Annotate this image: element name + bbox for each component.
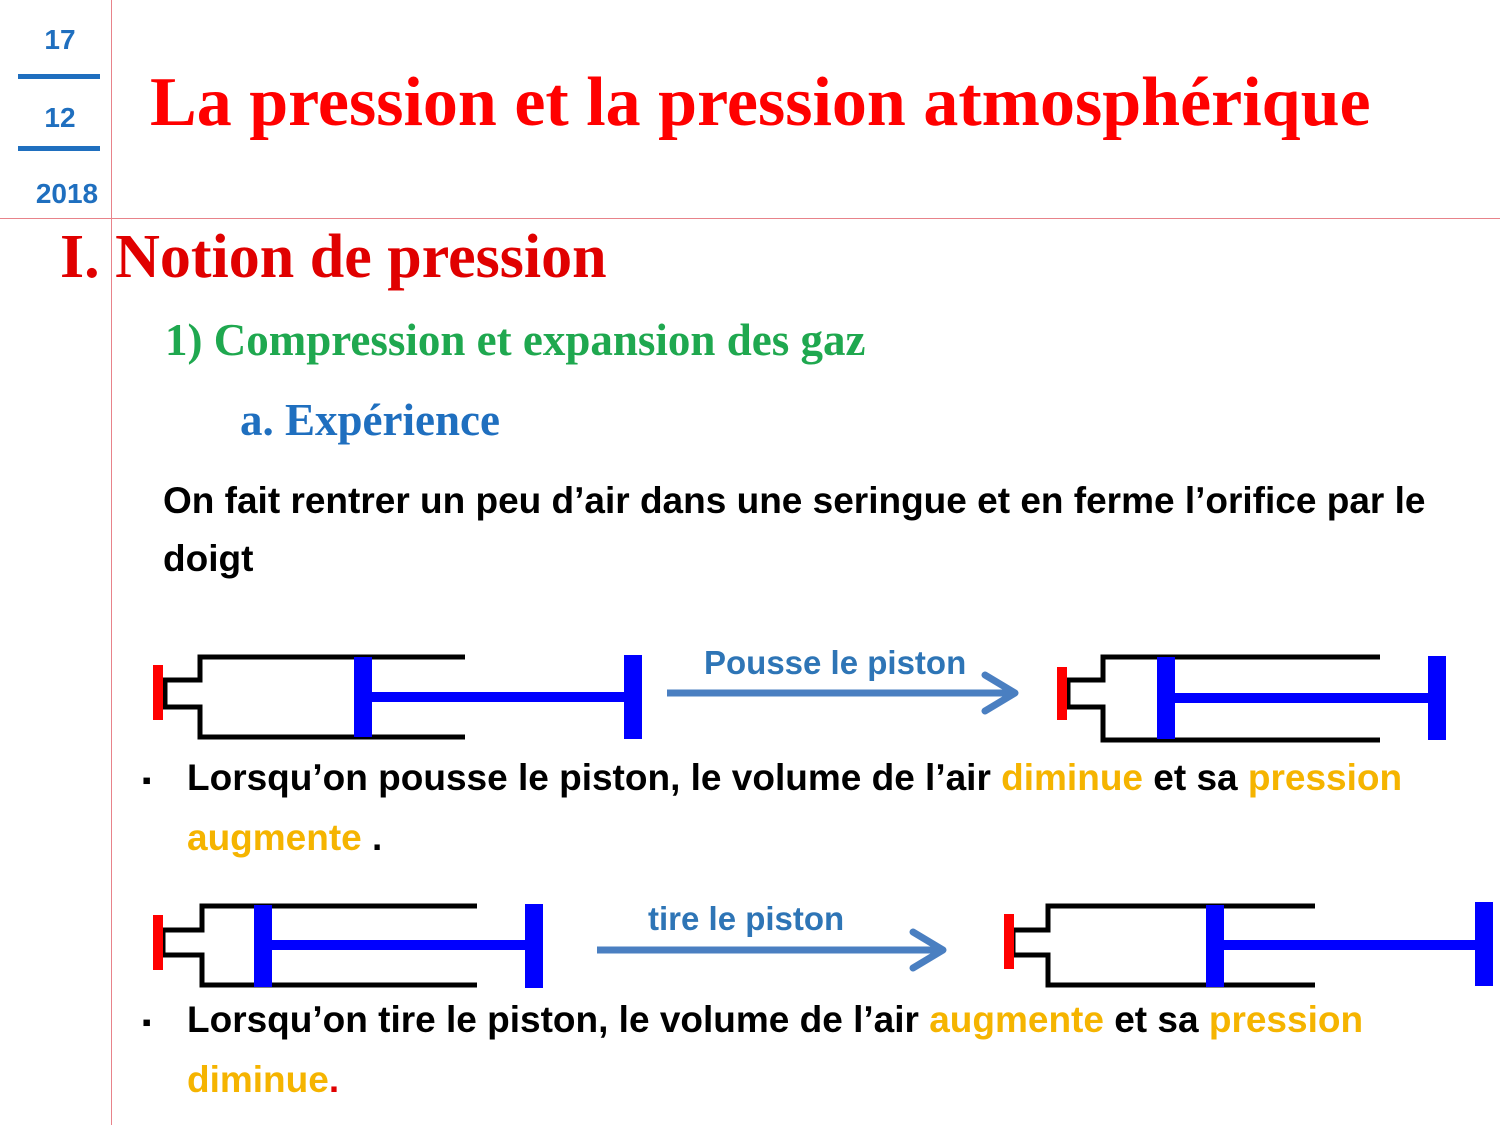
date-divider-bottom	[18, 146, 100, 151]
bullet-text-part: et sa	[1143, 757, 1248, 798]
margin-horizontal-line	[0, 218, 1500, 219]
finger-stopper	[153, 915, 163, 970]
section-heading: I. Notion de pression	[60, 223, 607, 291]
piston-rod	[372, 692, 632, 702]
arrow-push-label: Pousse le piston	[704, 644, 967, 681]
piston-rod	[1224, 940, 1479, 950]
piston-handle	[624, 655, 642, 739]
syringe-before-push	[153, 654, 642, 740]
bullet-push: ▪ Lorsqu’on pousse le piston, le volume …	[142, 748, 1482, 873]
bullet-highlight: diminue	[1001, 757, 1143, 798]
bullet-text-part: et sa	[1103, 999, 1209, 1040]
bullet-pull-text: Lorsqu’on tire le piston, le volume de l…	[187, 990, 1447, 1110]
page-title: La pression et la pression atmosphérique	[150, 64, 1371, 141]
subsection-heading: 1) Compression et expansion des gaz	[165, 315, 866, 365]
piston-head	[254, 905, 272, 987]
piston-rod	[272, 940, 527, 950]
piston-head	[1157, 657, 1175, 739]
piston-handle	[525, 904, 543, 988]
finger-stopper	[1004, 914, 1014, 969]
bullet-push-text: Lorsqu’on pousse le piston, le volume de…	[187, 748, 1447, 868]
date-divider-top	[18, 74, 100, 79]
arrow-pull	[597, 928, 947, 972]
date-day: 17	[44, 24, 76, 55]
intro-paragraph: On fait rentrer un peu d’air dans une se…	[163, 480, 1426, 579]
subsubsection-heading: a. Expérience	[240, 395, 500, 445]
arrow-push	[667, 671, 1019, 715]
piston-head	[354, 657, 372, 737]
bullet-text-part: Lorsqu’on pousse le piston, le volume de…	[187, 757, 1002, 798]
date-month: 12	[44, 102, 76, 133]
bullet-highlight: pression diminue	[187, 999, 1364, 1100]
bullet-text-part: Lorsqu’on tire le piston, le volume de l…	[187, 999, 930, 1040]
arrow-pull-label: tire le piston	[648, 900, 845, 937]
finger-stopper	[153, 665, 163, 720]
date-year: 2018	[35, 178, 99, 209]
bullet-highlight: augmente	[929, 999, 1104, 1040]
bullet-marker: ▪	[142, 1007, 152, 1037]
bullet-text-end: .	[328, 1059, 340, 1100]
bullet-highlight: pression augmente	[187, 757, 1403, 858]
bullet-marker: ▪	[142, 765, 152, 795]
piston-handle	[1475, 902, 1493, 986]
margin-vertical-line	[111, 0, 112, 1125]
piston-rod	[1175, 693, 1430, 703]
bullet-text-end: .	[361, 817, 383, 858]
syringe-after-pull	[1004, 902, 1493, 988]
piston-head	[1206, 905, 1224, 987]
syringe-before-pull	[153, 903, 543, 988]
bullet-pull: ▪ Lorsqu’on tire le piston, le volume de…	[142, 990, 1482, 1115]
piston-handle	[1428, 656, 1446, 740]
syringe-after-push	[1057, 654, 1446, 743]
finger-stopper	[1057, 667, 1067, 720]
